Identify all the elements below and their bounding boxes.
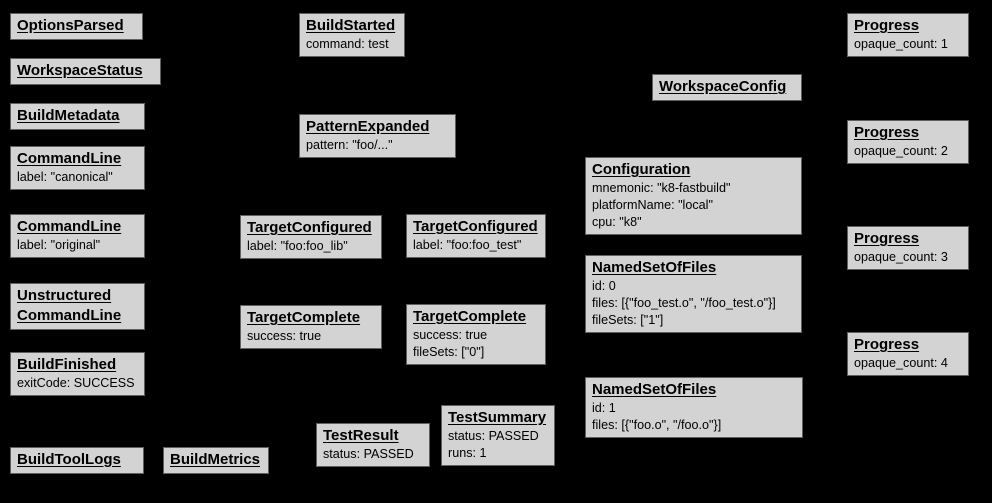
node-field: command: test xyxy=(306,37,389,51)
node-configuration: Configuration mnemonic: "k8-fastbuild" p… xyxy=(585,157,802,235)
node-title: Progress xyxy=(854,336,920,353)
node-pattern-expanded: PatternExpanded pattern: "foo/..." xyxy=(299,114,456,158)
node-build-metadata: BuildMetadata xyxy=(10,103,145,130)
node-field: runs: 1 xyxy=(448,446,487,460)
node-title: TargetConfigured xyxy=(247,219,372,236)
node-field: id: 0 xyxy=(592,279,616,293)
node-progress-2: Progress opaque_count: 2 xyxy=(847,120,969,164)
node-field: fileSets: ["0"] xyxy=(413,345,485,359)
node-field: success: true xyxy=(247,329,322,343)
node-title: TestResult xyxy=(323,427,399,444)
node-test-result: TestResult status: PASSED xyxy=(316,423,430,467)
node-test-summary: TestSummary status: PASSED runs: 1 xyxy=(441,405,555,466)
node-field: success: true xyxy=(413,328,488,342)
node-options-parsed: OptionsParsed xyxy=(10,13,143,40)
node-title: Progress xyxy=(854,230,920,247)
node-title: TargetComplete xyxy=(413,308,527,325)
node-field: label: "canonical" xyxy=(17,170,113,184)
node-title: TargetConfigured xyxy=(413,218,538,235)
node-target-complete-foo-test: TargetComplete success: true fileSets: [… xyxy=(406,304,546,365)
node-title: PatternExpanded xyxy=(306,118,430,135)
node-field: files: [{"foo.o", "/foo.o"}] xyxy=(592,418,722,432)
node-title: WorkspaceStatus xyxy=(17,62,143,79)
node-command-line-canonical: CommandLine label: "canonical" xyxy=(10,146,145,190)
node-build-started: BuildStarted command: test xyxy=(299,13,405,57)
node-title: BuildFinished xyxy=(17,356,117,373)
node-title: BuildMetrics xyxy=(170,451,261,468)
node-progress-3: Progress opaque_count: 3 xyxy=(847,226,969,270)
node-title: CommandLine xyxy=(17,307,122,324)
node-title: BuildMetadata xyxy=(17,107,120,124)
node-field: label: "foo:foo_test" xyxy=(413,238,522,252)
node-progress-4: Progress opaque_count: 4 xyxy=(847,332,969,376)
node-title: Progress xyxy=(854,17,920,34)
node-field: mnemonic: "k8-fastbuild" xyxy=(592,181,731,195)
node-field: cpu: "k8" xyxy=(592,215,642,229)
node-field: fileSets: ["1"] xyxy=(592,313,664,327)
node-build-metrics: BuildMetrics xyxy=(163,447,269,474)
node-title: NamedSetOfFiles xyxy=(592,259,717,276)
node-field: pattern: "foo/..." xyxy=(306,138,393,152)
node-title: NamedSetOfFiles xyxy=(592,381,717,398)
node-title: OptionsParsed xyxy=(17,17,124,34)
node-field: label: "original" xyxy=(17,238,101,252)
node-title: BuildToolLogs xyxy=(17,451,121,468)
node-field: opaque_count: 4 xyxy=(854,356,948,370)
node-build-tool-logs: BuildToolLogs xyxy=(10,447,144,474)
node-field: status: PASSED xyxy=(323,447,414,461)
node-title: Configuration xyxy=(592,161,691,178)
node-title: CommandLine xyxy=(17,150,122,167)
node-target-configured-foo-lib: TargetConfigured label: "foo:foo_lib" xyxy=(240,215,382,259)
node-field: status: PASSED xyxy=(448,429,539,443)
node-progress-1: Progress opaque_count: 1 xyxy=(847,13,969,57)
node-field: opaque_count: 3 xyxy=(854,250,948,264)
node-field: id: 1 xyxy=(592,401,616,415)
node-title: Progress xyxy=(854,124,920,141)
node-field: opaque_count: 1 xyxy=(854,37,948,51)
node-field: label: "foo:foo_lib" xyxy=(247,239,348,253)
node-title: WorkspaceConfig xyxy=(659,78,787,95)
node-title: BuildStarted xyxy=(306,17,396,34)
node-title: TargetComplete xyxy=(247,309,361,326)
node-workspace-status: WorkspaceStatus xyxy=(10,58,161,85)
node-field: exitCode: SUCCESS xyxy=(17,376,135,390)
node-field: platformName: "local" xyxy=(592,198,713,212)
node-workspace-config: WorkspaceConfig xyxy=(652,74,802,101)
node-command-line-original: CommandLine label: "original" xyxy=(10,214,145,258)
node-named-set-of-files-1: NamedSetOfFiles id: 1 files: [{"foo.o", … xyxy=(585,377,803,438)
node-build-finished: BuildFinished exitCode: SUCCESS xyxy=(10,352,145,396)
node-target-complete-foo-lib: TargetComplete success: true xyxy=(240,305,382,349)
node-title: CommandLine xyxy=(17,218,122,235)
node-unstructured-command-line: Unstructured CommandLine xyxy=(10,283,145,330)
node-field: files: [{"foo_test.o", "/foo_test.o"}] xyxy=(592,296,776,310)
node-named-set-of-files-0: NamedSetOfFiles id: 0 files: [{"foo_test… xyxy=(585,255,802,333)
node-title: Unstructured xyxy=(17,287,112,304)
node-title: TestSummary xyxy=(448,409,547,426)
node-field: opaque_count: 2 xyxy=(854,144,948,158)
node-target-configured-foo-test: TargetConfigured label: "foo:foo_test" xyxy=(406,214,546,258)
